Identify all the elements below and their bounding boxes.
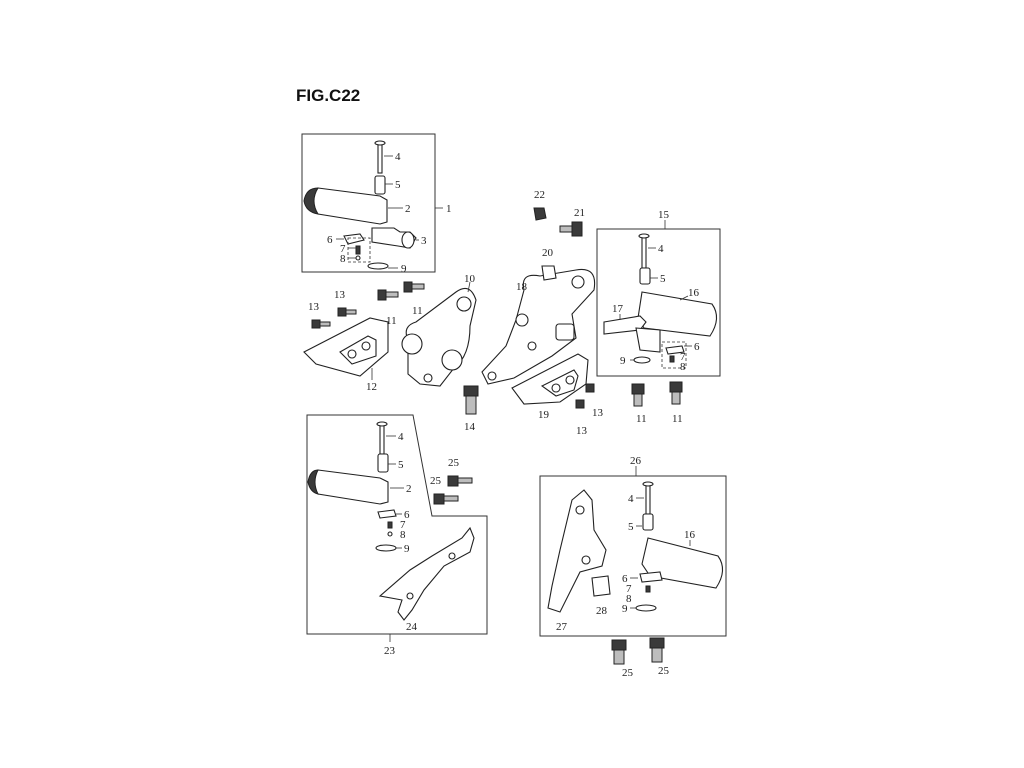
footpeg-assembly-23 xyxy=(307,421,404,552)
callout-8: 8 xyxy=(680,361,686,373)
callout-7: 7 xyxy=(400,519,406,531)
callout-27: 27 xyxy=(556,621,568,633)
callout-9: 9 xyxy=(404,543,410,555)
assembly-23-frame xyxy=(306,414,488,642)
callout-6: 6 xyxy=(694,341,700,353)
bolts-25-right xyxy=(611,637,665,665)
callout-17: 17 xyxy=(612,303,624,315)
callout-8: 8 xyxy=(626,593,632,605)
callout-9: 9 xyxy=(620,355,626,367)
assembly-26-frame xyxy=(539,466,727,637)
callout-8: 8 xyxy=(340,253,346,265)
bracket-18 xyxy=(481,268,596,385)
callout-7: 7 xyxy=(680,351,686,363)
callout-6: 6 xyxy=(622,573,628,585)
callout-11: 11 xyxy=(386,315,397,327)
callout-labels: 1 2 3 4 5 6 7 8 9 10 11 11 12 13 13 14 1… xyxy=(308,151,700,679)
callout-20: 20 xyxy=(542,247,554,259)
callout-19: 19 xyxy=(538,409,550,421)
assembly-15-frame xyxy=(596,220,721,377)
callout-1: 1 xyxy=(446,203,452,215)
callout-6: 6 xyxy=(404,509,410,521)
callout-16: 16 xyxy=(688,287,700,299)
callout-26: 26 xyxy=(630,455,642,467)
callout-28: 28 xyxy=(596,605,608,617)
bolts-25-left xyxy=(433,475,473,505)
callout-25: 25 xyxy=(622,667,634,679)
callout-6: 6 xyxy=(327,234,333,246)
callout-13: 13 xyxy=(576,425,588,437)
callout-5: 5 xyxy=(398,459,404,471)
callout-9: 9 xyxy=(401,263,407,275)
callout-7: 7 xyxy=(340,243,346,255)
bolts-13-11-left xyxy=(311,281,425,329)
callout-13: 13 xyxy=(592,407,604,419)
callout-22: 22 xyxy=(534,189,545,201)
callout-4: 4 xyxy=(398,431,404,443)
callout-7: 7 xyxy=(626,583,632,595)
footpeg-assembly-15 xyxy=(603,233,718,369)
callout-21: 21 xyxy=(574,207,585,219)
callout-5: 5 xyxy=(395,179,401,191)
callout-24: 24 xyxy=(406,621,418,633)
callout-15: 15 xyxy=(658,209,670,221)
callout-2: 2 xyxy=(405,203,411,215)
callout-12: 12 xyxy=(366,381,377,393)
nut-20-22 xyxy=(533,207,557,281)
bracket-10 xyxy=(401,281,477,387)
callout-13: 13 xyxy=(334,289,346,301)
bolt-21 xyxy=(559,221,583,237)
callout-4: 4 xyxy=(395,151,401,163)
bracket-24 xyxy=(378,526,475,621)
callout-5: 5 xyxy=(660,273,666,285)
callout-25: 25 xyxy=(448,457,460,469)
callout-25: 25 xyxy=(658,665,670,677)
callout-10: 10 xyxy=(464,273,476,285)
callout-2: 2 xyxy=(406,483,412,495)
callout-11: 11 xyxy=(636,413,647,425)
callout-25: 25 xyxy=(430,475,442,487)
bolt-14 xyxy=(463,385,479,415)
callout-5: 5 xyxy=(628,521,634,533)
bolts-13-11-right xyxy=(575,381,683,409)
callout-14: 14 xyxy=(464,421,476,433)
callout-13: 13 xyxy=(308,301,320,313)
figure-title: FIG.C22 xyxy=(296,86,361,105)
callout-11: 11 xyxy=(412,305,423,317)
callout-3: 3 xyxy=(421,235,427,247)
callout-9: 9 xyxy=(622,603,628,615)
footpeg-assembly-26 xyxy=(547,481,724,613)
callout-18: 18 xyxy=(516,281,528,293)
callout-8: 8 xyxy=(400,529,406,541)
callout-4: 4 xyxy=(628,493,634,505)
assembly-1-frame xyxy=(301,133,443,273)
callout-11: 11 xyxy=(672,413,683,425)
footpeg-assembly-1 xyxy=(303,140,419,270)
callout-16: 16 xyxy=(684,529,696,541)
callout-4: 4 xyxy=(658,243,664,255)
callout-23: 23 xyxy=(384,645,396,657)
heel-guard-12 xyxy=(303,317,389,380)
